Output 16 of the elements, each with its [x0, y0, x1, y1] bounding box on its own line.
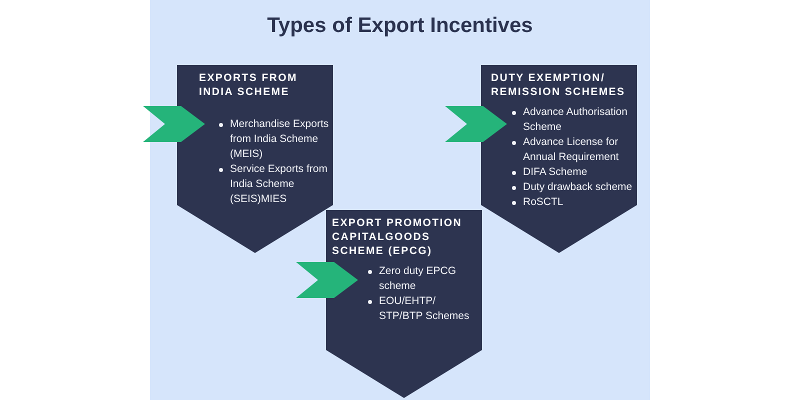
bullet-item: Duty drawback scheme [523, 181, 632, 193]
bullet-item: Zero duty EPCG scheme [379, 265, 456, 292]
pentagon-banner [326, 210, 482, 398]
bullet-item: Service Exports from India Scheme (SEIS)MIES [230, 163, 328, 205]
pentagon-banner [481, 65, 637, 253]
bullet-item: Advance Authorisation Scheme [523, 106, 628, 133]
bullet-item: DIFA Scheme [523, 166, 588, 178]
banner-heading: EXPORTS FROM INDIA SCHEME [199, 71, 298, 99]
bullet-item: EOU/EHTP/ STP/BTP Schemes [379, 295, 470, 322]
banner-heading: EXPORT PROMOTION CAPITALGOODS SCHEME (EPCG) [332, 216, 464, 258]
bullet-item: Advance License for Annual Requirement [523, 136, 619, 163]
title: Types of Export Incentives [266, 14, 534, 38]
bullet-item: Merchandise Exports from India Scheme (MEIS) [230, 118, 329, 160]
banner-heading: DUTY EXEMPTION/ REMISSION SCHEMES [491, 71, 626, 99]
bullet-item: RoSCTL [523, 196, 564, 208]
pentagon-banner [177, 65, 333, 253]
